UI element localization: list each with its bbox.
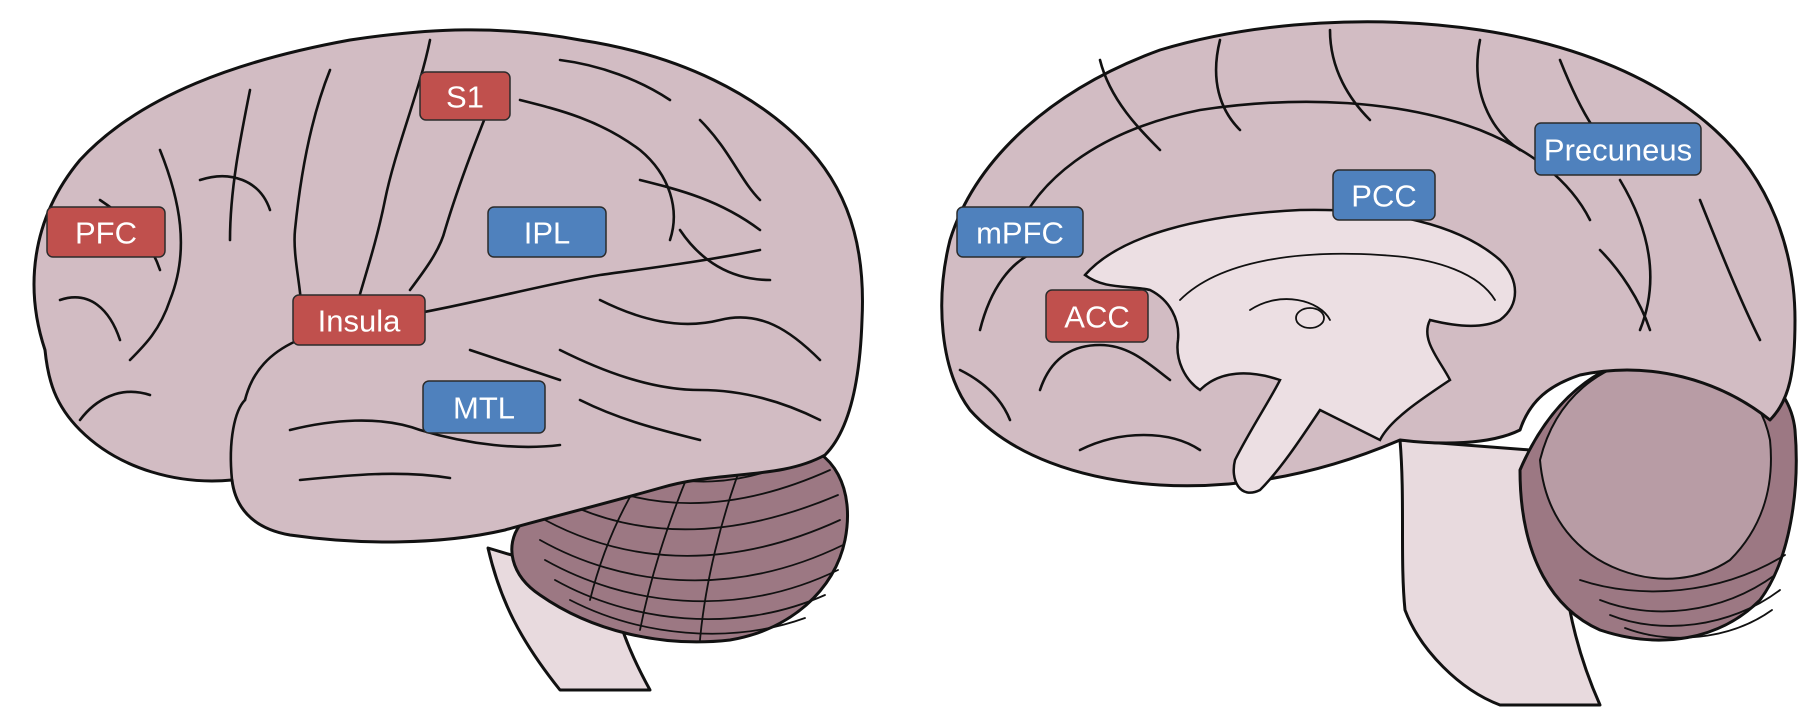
s1-label: S1 bbox=[420, 72, 510, 120]
lateral-brain-view bbox=[34, 30, 862, 690]
precuneus-label-text: Precuneus bbox=[1544, 133, 1692, 168]
pcc-label-text: PCC bbox=[1351, 179, 1416, 214]
ipl-label: IPL bbox=[488, 207, 606, 257]
acc-label: ACC bbox=[1046, 290, 1148, 342]
ipl-label-text: IPL bbox=[524, 216, 571, 251]
precuneus-label: Precuneus bbox=[1535, 123, 1701, 175]
mtl-label-text: MTL bbox=[453, 391, 515, 426]
pcc-label: PCC bbox=[1333, 170, 1435, 220]
insula-label: Insula bbox=[293, 295, 425, 345]
s1-label-text: S1 bbox=[446, 80, 484, 115]
mtl-label: MTL bbox=[423, 381, 545, 433]
mpfc-label-text: mPFC bbox=[976, 216, 1064, 251]
pfc-label: PFC bbox=[47, 207, 165, 257]
acc-label-text: ACC bbox=[1064, 300, 1129, 335]
mpfc-label: mPFC bbox=[957, 207, 1083, 257]
pfc-label-text: PFC bbox=[75, 216, 137, 251]
insula-label-text: Insula bbox=[318, 304, 401, 339]
